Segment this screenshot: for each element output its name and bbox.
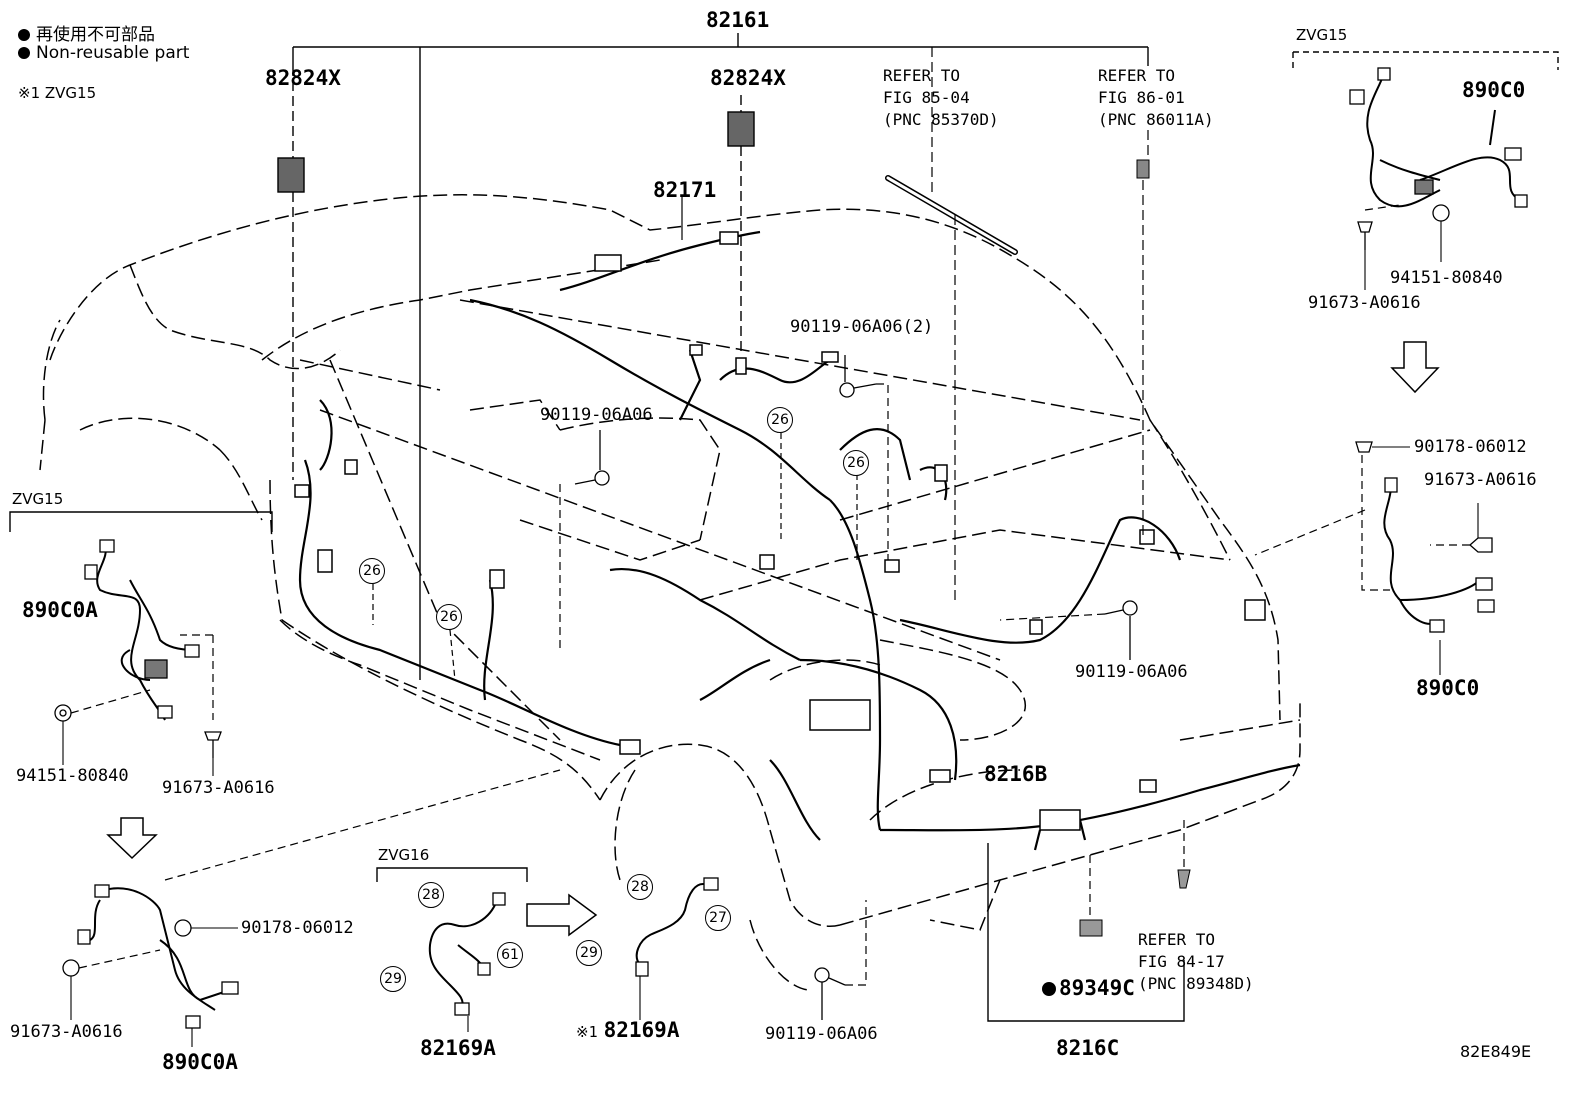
part-890c0a-top-label[interactable]: 890C0A <box>22 598 98 622</box>
part-89349c-label[interactable]: 89349C <box>1042 976 1135 1000</box>
part-82161-label[interactable]: 82161 <box>706 8 770 32</box>
callout-61[interactable]: 61 <box>497 942 523 968</box>
diagram-code: 82E849E <box>1460 1042 1532 1061</box>
callout-26-a[interactable]: 26 <box>359 558 385 584</box>
part-94151-left-label[interactable]: 94151-80840 <box>16 766 129 786</box>
part-90119-c-label[interactable]: 90119-06A06 <box>765 1024 878 1044</box>
part-8216b-label[interactable]: 8216B <box>984 762 1048 786</box>
legend-non-reusable-jp: 再使用不可部品 <box>18 20 155 45</box>
part-82169a-right-number: 82169A <box>603 1018 680 1042</box>
part-91673-right-mid-label[interactable]: 91673-A0616 <box>1424 470 1537 490</box>
callout-28-a[interactable]: 28 <box>418 882 444 908</box>
part-82171-label[interactable]: 82171 <box>653 178 717 202</box>
part-89349c-number: 89349C <box>1059 976 1135 1000</box>
legend-note: ※1 ZVG15 <box>18 84 97 102</box>
legend-line-1: 再使用不可部品 <box>36 25 155 45</box>
part-82824x-mid-label[interactable]: 82824X <box>710 66 786 90</box>
legend-line-2: Non-reusable part <box>36 43 190 63</box>
non-reusable-dot-icon <box>18 47 30 59</box>
part-890c0a-bottom-label[interactable]: 890C0A <box>162 1050 238 1074</box>
legend-non-reusable-en: Non-reusable part <box>18 43 189 63</box>
part-90119-2-label[interactable]: 90119-06A06(2) <box>790 317 934 337</box>
zvg15-left-box-label: ZVG15 <box>12 490 64 508</box>
part-890c0-top-label[interactable]: 890C0 <box>1462 78 1526 102</box>
zvg15-right-box-label: ZVG15 <box>1296 26 1348 44</box>
part-90178-left-label[interactable]: 90178-06012 <box>241 918 354 938</box>
part-82169a-mid-label[interactable]: 82169A <box>420 1036 496 1060</box>
part-82824x-left-label[interactable]: 82824X <box>265 66 341 90</box>
callout-26-d[interactable]: 26 <box>843 450 869 476</box>
part-90119-a-label[interactable]: 90119-06A06 <box>540 405 653 425</box>
part-8216c-label[interactable]: 8216C <box>1056 1036 1120 1060</box>
part-91673-left-bottom-label[interactable]: 91673-A0616 <box>10 1022 123 1042</box>
callout-26-c[interactable]: 26 <box>767 407 793 433</box>
part-94151-right-label[interactable]: 94151-80840 <box>1390 268 1503 288</box>
refer-note-fig-84-17[interactable]: REFER TO FIG 84-17 (PNC 89348D) <box>1138 930 1254 993</box>
refer-note-fig-85-04[interactable]: REFER TO FIG 85-04 (PNC 85370D) <box>883 66 999 129</box>
refer-note-fig-86-01[interactable]: REFER TO FIG 86-01 (PNC 86011A) <box>1098 66 1214 129</box>
callout-26-b[interactable]: 26 <box>436 604 462 630</box>
non-reusable-dot-icon <box>18 29 30 41</box>
callout-29-b[interactable]: 29 <box>576 940 602 966</box>
part-91673-left-top-label[interactable]: 91673-A0616 <box>162 778 275 798</box>
callout-27[interactable]: 27 <box>705 905 731 931</box>
part-82169a-right-label[interactable]: ※1 82169A <box>576 1018 679 1044</box>
callout-28-b[interactable]: 28 <box>627 874 653 900</box>
part-90178-right-label[interactable]: 90178-06012 <box>1414 437 1527 457</box>
part-90119-b-label[interactable]: 90119-06A06 <box>1075 662 1188 682</box>
zvg16-box-label: ZVG16 <box>378 846 430 864</box>
callout-29-a[interactable]: 29 <box>380 966 406 992</box>
part-91673-right-top-label[interactable]: 91673-A0616 <box>1308 293 1421 313</box>
note-1-marker: ※1 <box>576 1023 598 1041</box>
non-reusable-dot-icon <box>1042 982 1056 996</box>
part-890c0-bottom-label[interactable]: 890C0 <box>1416 676 1480 700</box>
